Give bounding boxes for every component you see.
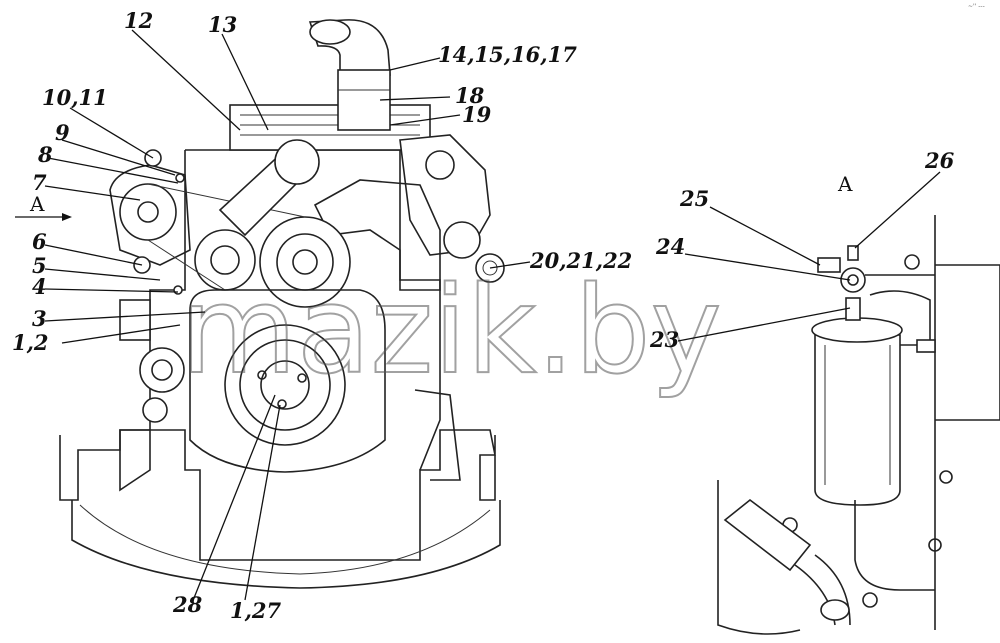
callout-leaders bbox=[44, 29, 941, 601]
callout-6: 6 bbox=[32, 229, 47, 254]
callout-19: 19 bbox=[462, 102, 492, 127]
view-a-arrow: A bbox=[15, 192, 72, 221]
detail-view-title: A bbox=[837, 172, 853, 196]
callout-14-17: 14,15,16,17 bbox=[438, 42, 577, 67]
callout-9: 9 bbox=[55, 120, 70, 145]
callout-1-27: 1,27 bbox=[230, 598, 282, 623]
callout-18: 18 bbox=[455, 83, 485, 108]
callout-10-11: 10,11 bbox=[42, 85, 108, 110]
callout-25: 25 bbox=[679, 186, 709, 211]
callout-3: 3 bbox=[32, 306, 47, 331]
engine-front-view: A bbox=[15, 19, 505, 589]
callout-23: 23 bbox=[649, 327, 679, 352]
callout-12: 12 bbox=[124, 8, 153, 33]
view-a-detail: A bbox=[717, 172, 1000, 635]
callout-13: 13 bbox=[208, 12, 237, 37]
callout-5: 5 bbox=[32, 253, 47, 278]
corner-mark: ~'' --- bbox=[968, 3, 985, 10]
callout-1-2: 1,2 bbox=[12, 330, 49, 355]
callout-labels: 12 13 14,15,16,17 18 19 10,11 9 8 7 6 5 … bbox=[12, 8, 955, 623]
watermark: mazik.by bbox=[180, 262, 722, 401]
callout-8: 8 bbox=[37, 142, 53, 167]
callout-28: 28 bbox=[172, 592, 203, 617]
callout-7: 7 bbox=[32, 170, 47, 195]
callout-20-22: 20,21,22 bbox=[529, 248, 632, 273]
callout-4: 4 bbox=[32, 274, 47, 299]
callout-26: 26 bbox=[924, 148, 955, 173]
view-a-label: A bbox=[29, 192, 45, 216]
callout-24: 24 bbox=[655, 234, 685, 259]
